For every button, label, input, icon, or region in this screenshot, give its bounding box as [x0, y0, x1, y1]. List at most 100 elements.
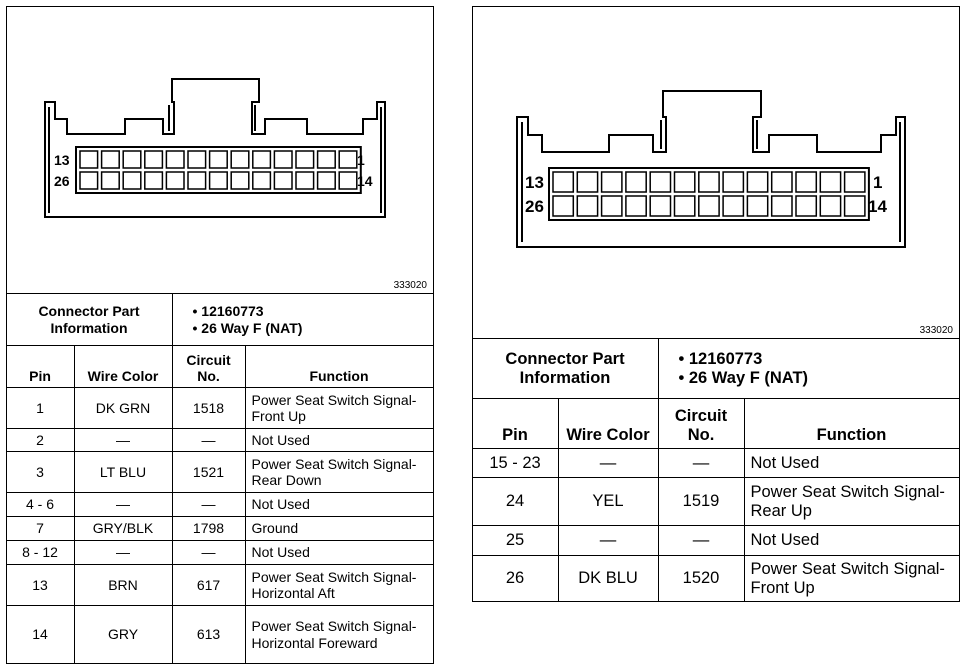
pin-cavity [187, 150, 207, 169]
pin-cavity [552, 195, 575, 217]
connector-cavity-grid [548, 167, 870, 221]
function-cell: Power Seat Switch Signal-Front Up [743, 555, 960, 602]
pin-cavity [746, 171, 769, 193]
function-cell: Not Used [743, 448, 960, 478]
pin-cell: 1 [5, 387, 75, 429]
connector-info-row: Connector Part Information 12160773 26 W… [5, 293, 434, 346]
wire-color-cell: — [557, 525, 659, 556]
pin-cell: 26 [471, 555, 559, 602]
pin-label-1: 1 [357, 152, 365, 168]
pin-cavity [770, 195, 793, 217]
pin-cavity [252, 171, 272, 190]
header-pin: Pin [471, 398, 559, 449]
pin-cavity [576, 171, 599, 193]
pin-cell: 25 [471, 525, 559, 556]
pin-cell: 2 [5, 428, 75, 452]
circuit-cell: 1518 [171, 387, 246, 429]
header-pin: Pin [5, 345, 75, 388]
function-cell: Ground [244, 516, 434, 541]
pin-cavity [843, 195, 866, 217]
table-row: 24 YEL 1519 Power Seat Switch Signal-Rea… [471, 477, 960, 526]
circuit-cell: — [657, 525, 745, 556]
connector-info-values: 12160773 26 Way F (NAT) [657, 338, 960, 399]
wire-color-cell: GRY [73, 605, 173, 664]
pin-cavity [843, 171, 866, 193]
pin-cavity [625, 195, 647, 217]
pin-cavity [165, 150, 185, 169]
pin-label-13: 13 [525, 173, 544, 192]
pin-cell: 13 [5, 564, 75, 606]
function-cell: Power Seat Switch Signal-Rear Up [743, 477, 960, 526]
table-row: 7 GRY/BLK 1798 Ground [5, 516, 434, 541]
pin-cavity [552, 171, 575, 193]
pin-cavity [795, 195, 818, 217]
pin-cavity [273, 171, 293, 190]
pin-cell: 24 [471, 477, 559, 526]
wire-color-cell: — [557, 448, 659, 478]
header-function: Function [244, 345, 434, 388]
pin-cavity [122, 171, 142, 190]
part-number: 12160773 [193, 303, 429, 319]
wire-color-cell: DK BLU [557, 555, 659, 602]
pin-cavity [252, 150, 272, 169]
table-row: 1 DK GRN 1518 Power Seat Switch Signal-F… [5, 387, 434, 429]
pin-label-1: 1 [873, 173, 882, 192]
pin-cell: 3 [5, 451, 75, 493]
connector-info-label: Connector Part Information [5, 293, 173, 346]
table-row: 4 - 6 — — Not Used [5, 492, 434, 517]
circuit-cell: — [171, 540, 246, 565]
pin-cavity [698, 171, 720, 193]
pin-cavity [649, 195, 672, 217]
pin-cavity [208, 150, 228, 169]
connector-face-drawing: 13 26 1 14 [516, 90, 906, 248]
pin-cell: 4 - 6 [5, 492, 75, 517]
connector-face-drawing: 13 26 1 14 [44, 78, 386, 218]
table-row: 26 DK BLU 1520 Power Seat Switch Signal-… [471, 555, 960, 602]
function-cell: Power Seat Switch Signal-Horizontal Aft [244, 564, 434, 606]
pin-cavity [673, 171, 696, 193]
connector-type: 26 Way F (NAT) [193, 320, 429, 336]
circuit-cell: 1519 [657, 477, 745, 526]
table-row: 2 — — Not Used [5, 428, 434, 452]
cavity-grid-frame [548, 167, 870, 221]
figure-number: 333020 [393, 280, 427, 291]
pin-label-26: 26 [525, 197, 544, 216]
pin-cavity [673, 195, 696, 217]
header-wire-color: Wire Color [73, 345, 173, 388]
header-wire-color: Wire Color [557, 398, 659, 449]
connector-cavity-grid [75, 146, 362, 194]
function-cell: Not Used [244, 428, 434, 452]
pin-label-26: 26 [54, 173, 70, 189]
pin-cavity [316, 150, 336, 169]
header-circuit-no: Circuit No. [657, 398, 745, 449]
pin-cavity [600, 195, 623, 217]
circuit-cell: — [171, 492, 246, 517]
pin-cavity [79, 171, 99, 190]
pin-cavity [819, 171, 842, 193]
right-connector-panel: 13 26 1 14 333020 Connector Part Informa… [471, 6, 960, 602]
circuit-cell: 1798 [171, 516, 246, 541]
pin-cavity [746, 195, 769, 217]
pin-cavity [316, 171, 336, 190]
pin-cavity [338, 150, 358, 169]
wire-color-cell: YEL [557, 477, 659, 526]
table-header-row: Pin Wire Color Circuit No. Function [5, 345, 434, 388]
circuit-cell: — [657, 448, 745, 478]
table-row: 3 LT BLU 1521 Power Seat Switch Signal-R… [5, 451, 434, 493]
pin-cavity [819, 195, 842, 217]
circuit-cell: 613 [171, 605, 246, 664]
pin-cavity [770, 171, 793, 193]
pin-cavity [187, 171, 207, 190]
pin-cavity [698, 195, 720, 217]
pin-cavity [273, 150, 293, 169]
pin-cavity [625, 171, 647, 193]
function-cell: Not Used [244, 540, 434, 565]
left-pinout-table: Connector Part Information 12160773 26 W… [5, 293, 434, 664]
table-row: 15 - 23 — — Not Used [471, 448, 960, 478]
wire-color-cell: LT BLU [73, 451, 173, 493]
circuit-cell: 1520 [657, 555, 745, 602]
pin-cavity [576, 195, 599, 217]
wire-color-cell: — [73, 540, 173, 565]
pin-cavity [79, 150, 99, 169]
pin-cavity [295, 171, 315, 190]
